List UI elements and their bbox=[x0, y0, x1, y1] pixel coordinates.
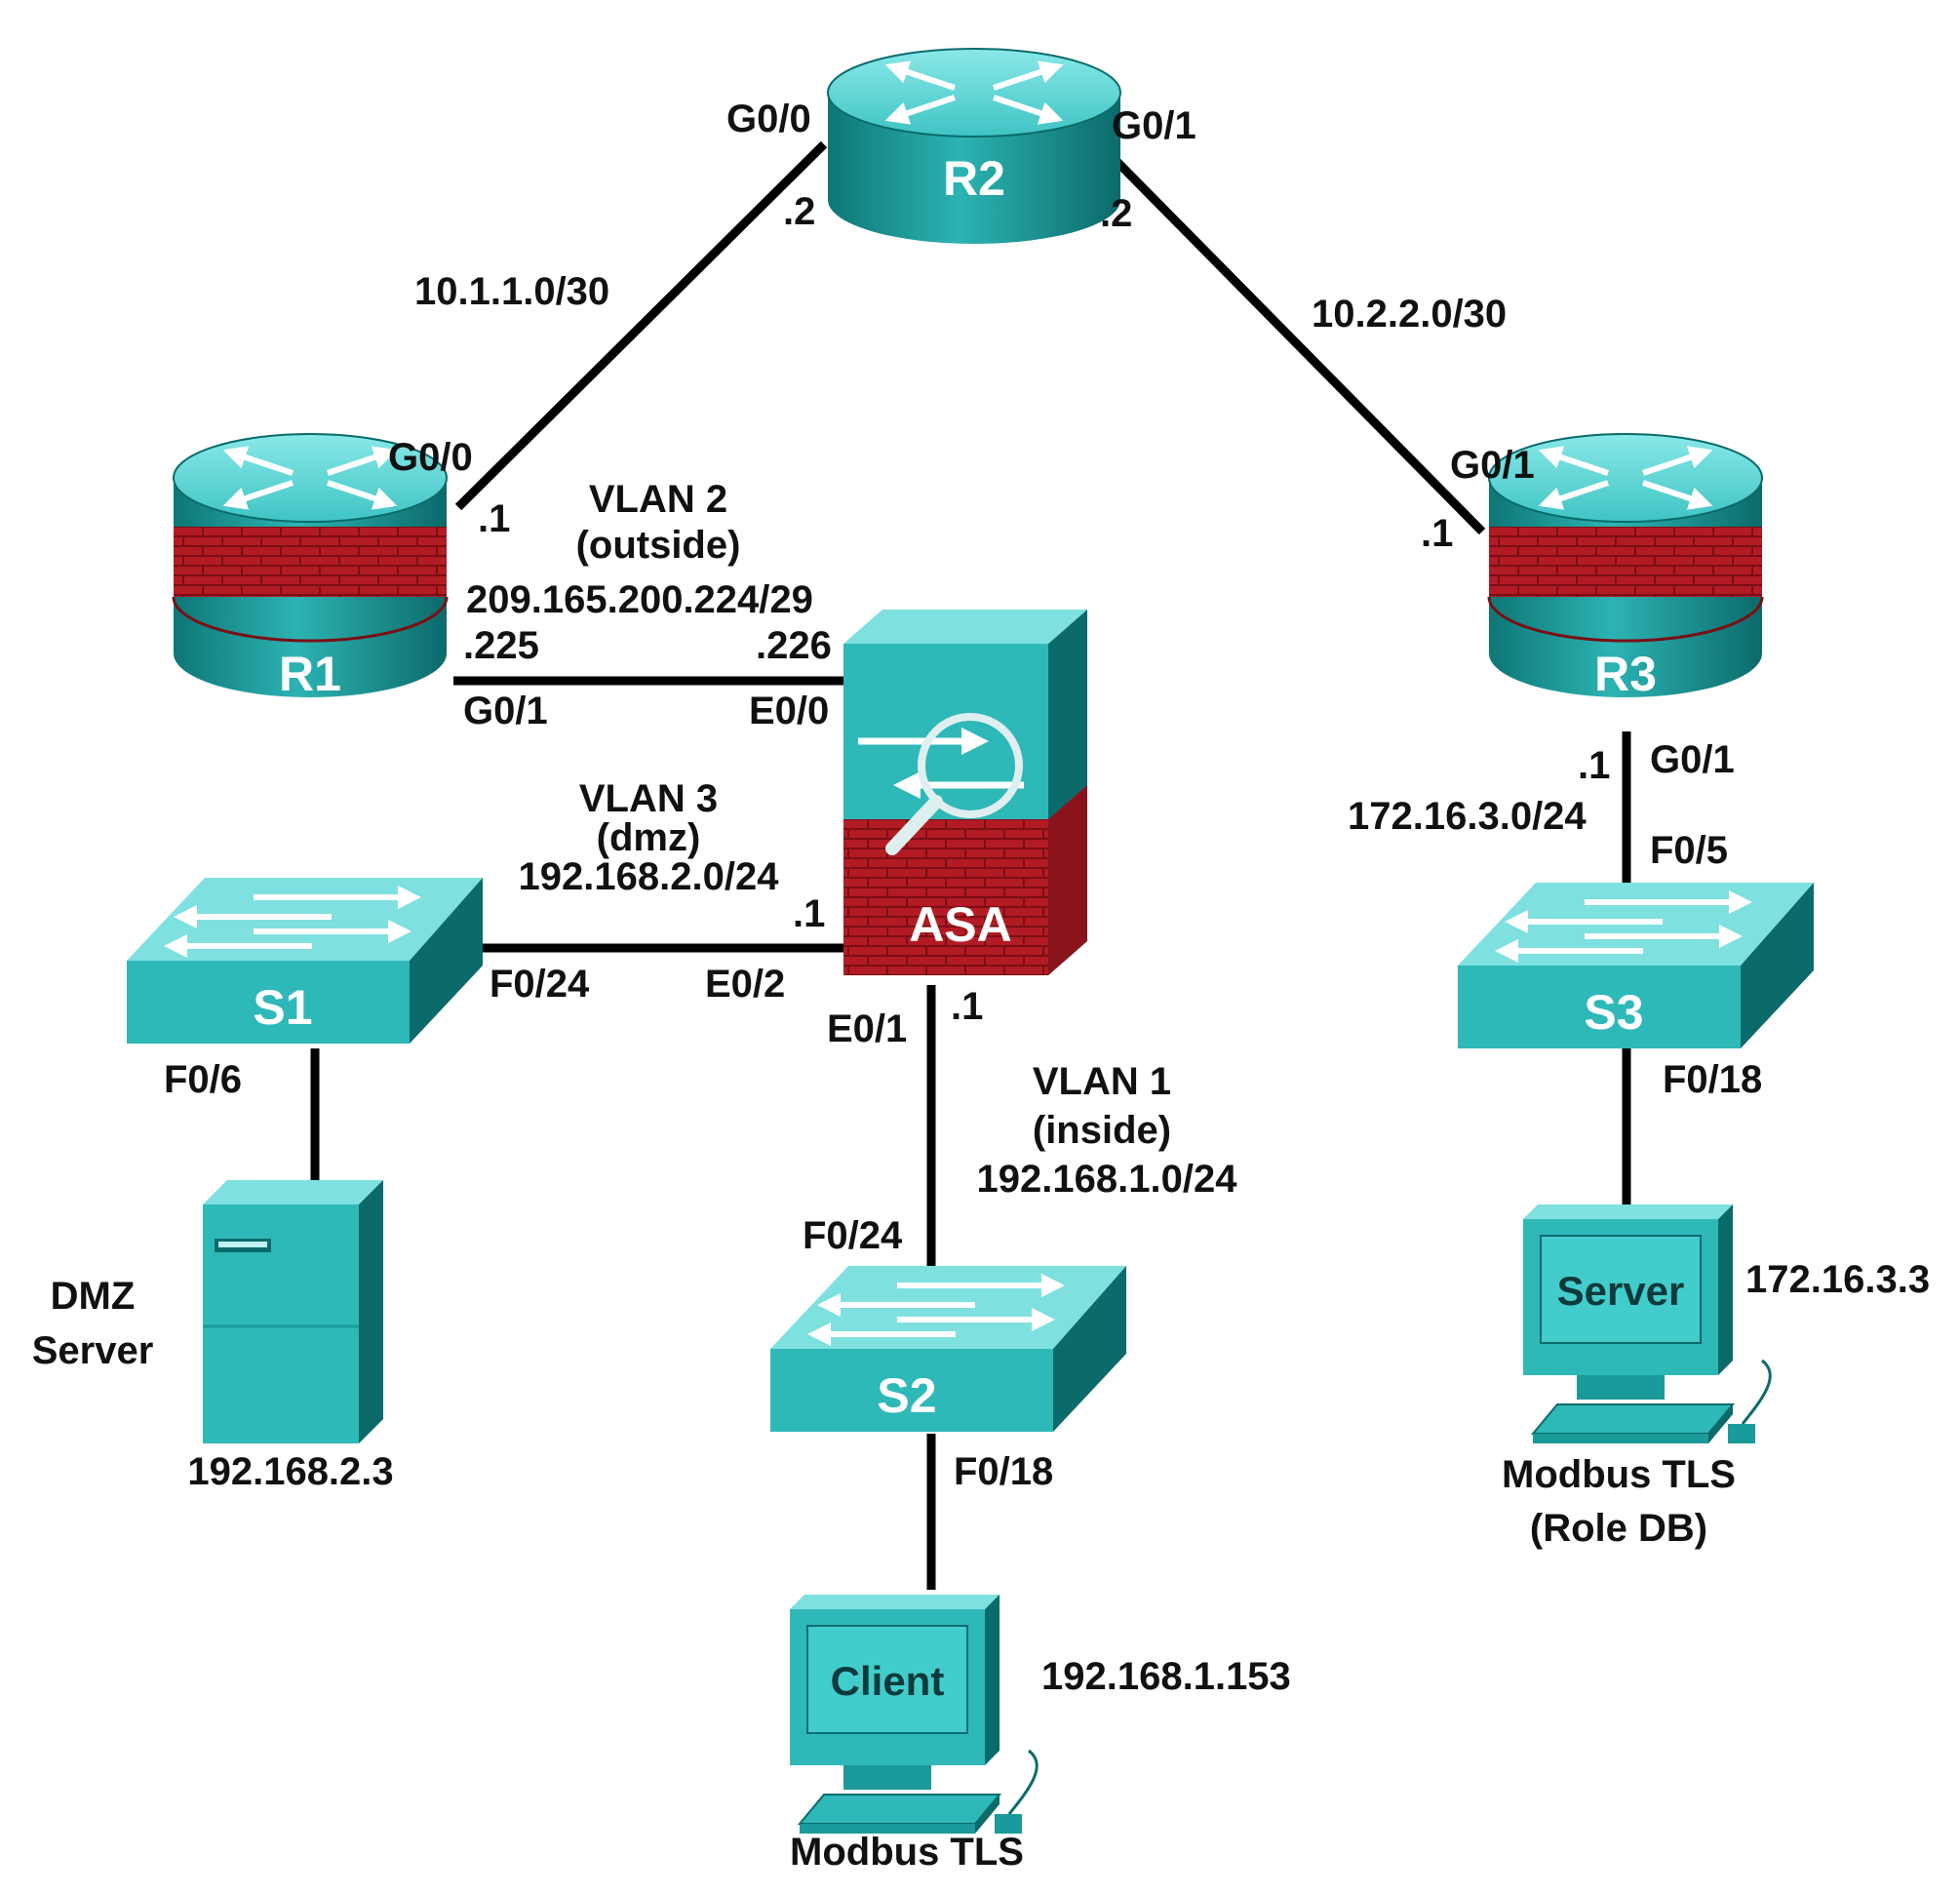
network-label: 10.2.2.0/30 bbox=[1312, 293, 1507, 336]
host-label: .1 bbox=[478, 497, 510, 540]
host-label: .226 bbox=[756, 624, 832, 667]
host-label: .1 bbox=[1578, 744, 1610, 787]
client-screen-label: Client bbox=[831, 1658, 945, 1704]
port-label: G0/1 bbox=[1112, 104, 1196, 147]
network-label: 192.168.2.0/24 bbox=[519, 855, 780, 898]
workstation-icon[interactable]: Server bbox=[1523, 1204, 1772, 1443]
s2-label: S2 bbox=[877, 1368, 936, 1423]
switch-icon[interactable]: S1 bbox=[127, 878, 483, 1044]
zone-label: (inside) bbox=[1033, 1109, 1171, 1152]
network-label: 192.168.1.0/24 bbox=[977, 1158, 1238, 1201]
vlan-label: VLAN 3 bbox=[579, 777, 718, 820]
switch-icon[interactable]: S2 bbox=[770, 1266, 1126, 1432]
firewall-router-icon[interactable]: R3 bbox=[1487, 433, 1764, 701]
firewall-router-icon[interactable]: R1 bbox=[172, 433, 449, 701]
client-ip: 192.168.1.153 bbox=[1041, 1655, 1291, 1698]
port-label: G0/1 bbox=[1650, 738, 1735, 781]
server-ip: 172.16.3.3 bbox=[1745, 1258, 1930, 1301]
asa-label: ASA bbox=[909, 897, 1012, 952]
port-label: F0/24 bbox=[490, 963, 590, 1006]
network-label: 209.165.200.224/29 bbox=[466, 578, 813, 621]
link-labels: G0/0 .2 10.1.1.0/30 G0/0 .1 G0/1 .2 10.2… bbox=[164, 98, 1762, 1493]
port-label: E0/0 bbox=[749, 690, 829, 732]
host-label: .1 bbox=[1421, 512, 1453, 555]
r3-label: R3 bbox=[1594, 647, 1657, 701]
network-label: 10.1.1.0/30 bbox=[414, 270, 609, 313]
network-label: 172.16.3.0/24 bbox=[1348, 795, 1587, 838]
port-label: F0/18 bbox=[1663, 1058, 1762, 1101]
port-label: G0/1 bbox=[463, 690, 548, 732]
port-label: G0/0 bbox=[388, 436, 473, 479]
vlan-label: VLAN 1 bbox=[1033, 1060, 1171, 1103]
host-label: .1 bbox=[793, 892, 825, 935]
port-label: E0/2 bbox=[705, 963, 785, 1006]
client-caption: Modbus TLS bbox=[790, 1831, 1024, 1874]
s3-label: S3 bbox=[1584, 985, 1643, 1040]
server-caption: Modbus TLS bbox=[1502, 1453, 1736, 1496]
port-label: G0/1 bbox=[1450, 444, 1535, 487]
host-labels: DMZ Server 192.168.2.3 192.168.1.153 Mod… bbox=[32, 1258, 1930, 1874]
host-label: .2 bbox=[783, 190, 815, 233]
host-label: .225 bbox=[463, 624, 539, 667]
port-label: G0/0 bbox=[726, 98, 811, 140]
links bbox=[310, 140, 1631, 1590]
dmz-server-name: DMZ bbox=[51, 1275, 136, 1318]
switch-icon[interactable]: S3 bbox=[1458, 883, 1814, 1048]
server-tower-icon[interactable] bbox=[203, 1180, 383, 1443]
server-caption: (Role DB) bbox=[1530, 1507, 1707, 1550]
vlan-label: VLAN 2 bbox=[589, 478, 727, 521]
dmz-server-ip: 192.168.2.3 bbox=[187, 1450, 393, 1493]
link-r2-r3 bbox=[1098, 142, 1486, 535]
s1-label: S1 bbox=[253, 980, 312, 1035]
dmz-server-name: Server bbox=[32, 1329, 154, 1372]
port-label: F0/24 bbox=[803, 1214, 903, 1257]
port-label: F0/18 bbox=[954, 1450, 1053, 1493]
server-screen-label: Server bbox=[1557, 1268, 1685, 1314]
port-label: F0/6 bbox=[164, 1058, 242, 1101]
port-label: E0/1 bbox=[827, 1007, 907, 1050]
zone-label: (outside) bbox=[576, 524, 741, 567]
router-icon[interactable]: R2 bbox=[827, 48, 1121, 244]
host-label: .2 bbox=[1100, 192, 1132, 235]
r1-label: R1 bbox=[279, 647, 341, 701]
r2-label: R2 bbox=[943, 151, 1005, 206]
host-label: .1 bbox=[951, 985, 983, 1028]
link-r1-r2 bbox=[454, 140, 828, 511]
asa-firewall-icon[interactable]: ASA bbox=[843, 610, 1087, 975]
port-label: F0/5 bbox=[1650, 829, 1728, 872]
workstation-icon[interactable]: Client bbox=[790, 1595, 1039, 1834]
zone-label: (dmz) bbox=[597, 816, 701, 859]
